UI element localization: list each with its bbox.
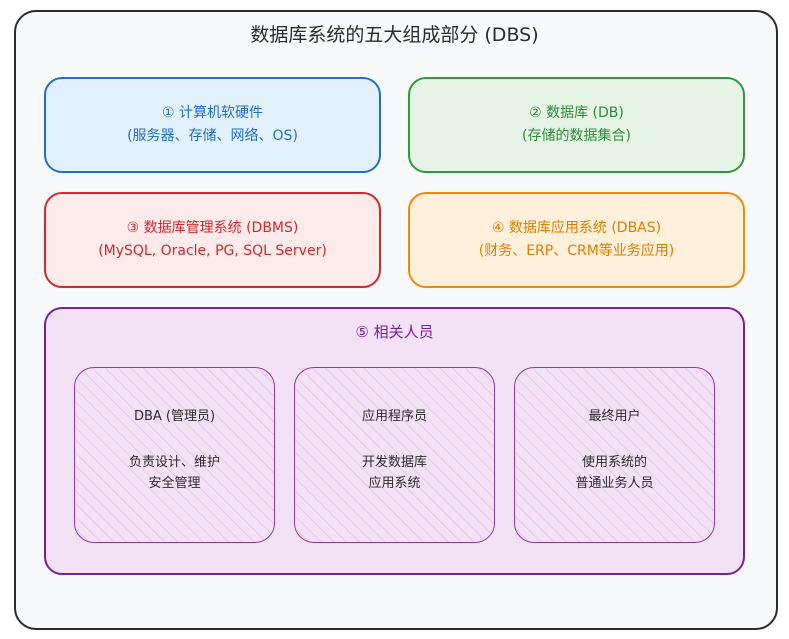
component-hardware-title: ① 计算机软硬件 — [161, 105, 263, 121]
role-dba-desc-line1: 负责设计、维护 — [128, 455, 220, 470]
role-end-user-desc-line1: 使用系统的 — [581, 455, 647, 470]
component-database-title: ② 数据库 (DB) — [529, 105, 624, 121]
people-title: ⑤ 相关人员 — [355, 323, 434, 341]
role-app-programmer-desc-line2: 应用系统 — [368, 476, 421, 491]
component-dbms-detail: (MySQL, Oracle, PG, SQL Server) — [98, 243, 327, 259]
component-people: ⑤ 相关人员 DBA (管理员) 负责设计、维护 安全管理 应用程序员 开发数据… — [44, 307, 745, 575]
role-dba-description: 负责设计、维护 安全管理 — [75, 452, 274, 494]
component-database-detail: (存储的数据集合) — [522, 128, 631, 144]
role-dba: DBA (管理员) 负责设计、维护 安全管理 — [74, 367, 275, 543]
component-hardware-detail: (服务器、存储、网络、OS) — [127, 128, 298, 144]
component-dbms-title: ③ 数据库管理系统 (DBMS) — [126, 220, 299, 236]
role-app-programmer-name: 应用程序员 — [361, 409, 427, 424]
diagram-title: 数据库系统的五大组成部分 (DBS) — [250, 24, 539, 46]
component-dbas-title: ④ 数据库应用系统 (DBAS) — [491, 220, 662, 236]
component-database: ② 数据库 (DB) (存储的数据集合) — [408, 77, 745, 173]
role-dba-name: DBA (管理员) — [133, 409, 216, 424]
role-app-programmer: 应用程序员 开发数据库 应用系统 — [294, 367, 495, 543]
component-hardware-software: ① 计算机软硬件 (服务器、存储、网络、OS) — [44, 77, 381, 173]
component-dbms: ③ 数据库管理系统 (DBMS) (MySQL, Oracle, PG, SQL… — [44, 192, 381, 288]
role-app-programmer-description: 开发数据库 应用系统 — [295, 452, 494, 494]
role-end-user-desc-line2: 普通业务人员 — [575, 476, 654, 491]
role-end-user-name: 最终用户 — [588, 409, 641, 424]
component-dbas: ④ 数据库应用系统 (DBAS) (财务、ERP、CRM等业务应用) — [408, 192, 745, 288]
role-end-user-description: 使用系统的 普通业务人员 — [515, 452, 714, 494]
role-dba-desc-line2: 安全管理 — [148, 476, 201, 491]
role-app-programmer-desc-line1: 开发数据库 — [361, 455, 427, 470]
role-end-user: 最终用户 使用系统的 普通业务人员 — [514, 367, 715, 543]
component-dbas-detail: (财务、ERP、CRM等业务应用) — [478, 243, 675, 259]
